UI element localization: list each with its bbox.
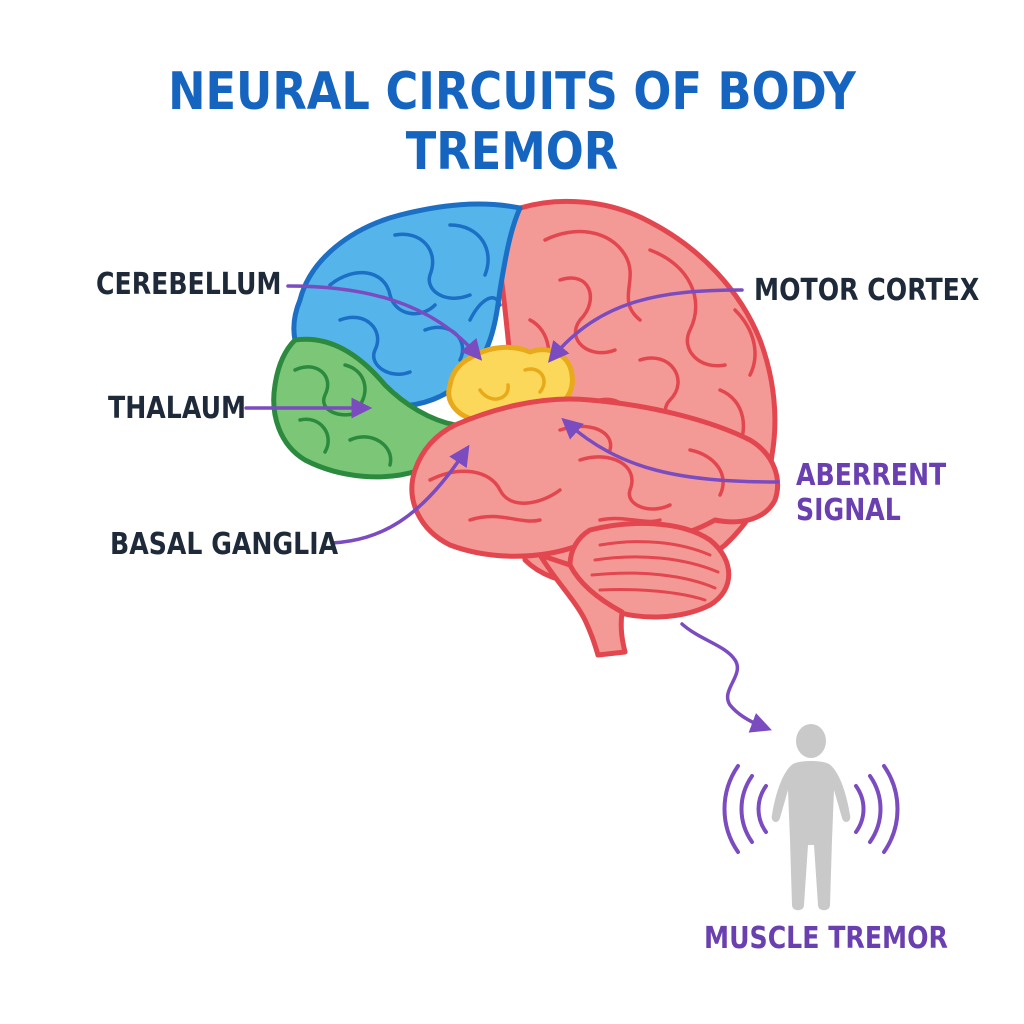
temporal-lobe-region xyxy=(409,396,781,559)
arrow-to-muscle xyxy=(680,622,772,733)
label-basal-ganglia: BASAL GANGLIA xyxy=(110,527,339,562)
label-aberrant-line1: ABERRENT xyxy=(796,458,947,493)
brain-stem xyxy=(537,552,628,658)
label-muscle-tremor: MUSCLE TREMOR xyxy=(704,921,948,956)
arrow-motor-cortex xyxy=(547,288,744,363)
hindbrain-region xyxy=(567,520,732,620)
connection-arrows xyxy=(244,284,780,733)
label-cerebellum: CEREBELLUM xyxy=(96,267,282,302)
vibration-waves-icon xyxy=(722,764,900,854)
label-thalaum: THALAUM xyxy=(108,391,247,426)
arrow-cerebellum xyxy=(286,284,483,361)
arrow-aberrant-signal xyxy=(561,417,780,484)
label-aberrant-line2: SIGNAL xyxy=(796,493,901,529)
label-motor-cortex: MOTOR CORTEX xyxy=(754,273,980,308)
label-aberrant-signal: ABERRENT SIGNAL xyxy=(796,458,946,529)
arrow-basal-ganglia xyxy=(330,444,470,545)
person-silhouette-icon xyxy=(771,724,851,911)
page-title: NEURAL CIRCUITS OF BODY TREMOR xyxy=(168,62,856,182)
